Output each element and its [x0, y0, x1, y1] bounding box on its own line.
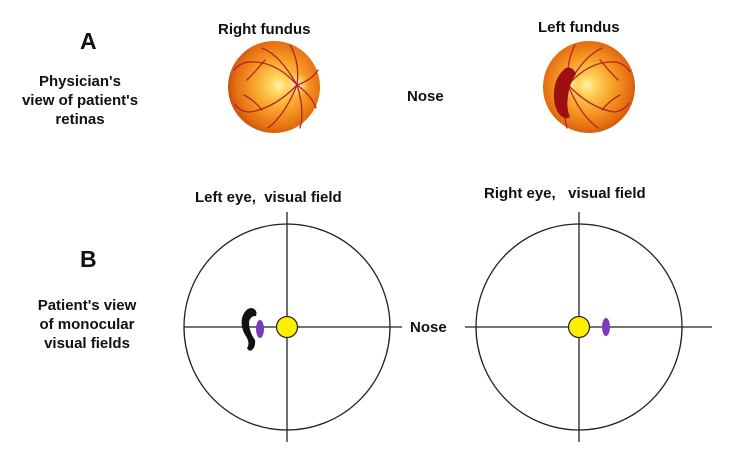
section-b-caption-line-1: Patient's view: [37, 297, 137, 314]
right-field-title: Right eye, visual field: [484, 185, 646, 202]
right-fundus-image: [228, 41, 320, 133]
right-fundus-vessels: [233, 44, 319, 129]
right-blind-spot: [602, 318, 610, 336]
section-b-letter: B: [80, 246, 97, 272]
left-fovea-point: [275, 315, 299, 339]
visual-field-scotoma: [241, 308, 257, 351]
section-a-caption-line-2: view of patient's: [21, 92, 139, 109]
right-fovea-point: [567, 315, 591, 339]
left-fundus-title: Left fundus: [538, 19, 620, 36]
section-a-letter: A: [80, 28, 97, 54]
section-b-caption-line-3: visual fields: [44, 335, 130, 352]
retinal-hemorrhage: [553, 67, 576, 119]
section-b-caption-line-2: of monocular: [39, 316, 135, 333]
section-a-caption-line-3: retinas: [55, 111, 105, 128]
left-blind-spot: [256, 320, 264, 338]
nose-label-b: Nose: [410, 319, 447, 336]
right-visual-field: [465, 212, 712, 442]
section-a-caption: Physician's view of patient's retinas: [12, 72, 148, 129]
right-fundus-title: Right fundus: [218, 21, 311, 38]
nose-label-a: Nose: [407, 88, 444, 105]
left-fundus-image: [543, 41, 635, 133]
left-visual-field: [183, 212, 402, 442]
section-a-caption-line-1: Physician's: [39, 73, 121, 90]
section-b-caption: Patient's view of monocular visual field…: [12, 296, 162, 353]
left-field-title: Left eye, visual field: [195, 189, 342, 206]
